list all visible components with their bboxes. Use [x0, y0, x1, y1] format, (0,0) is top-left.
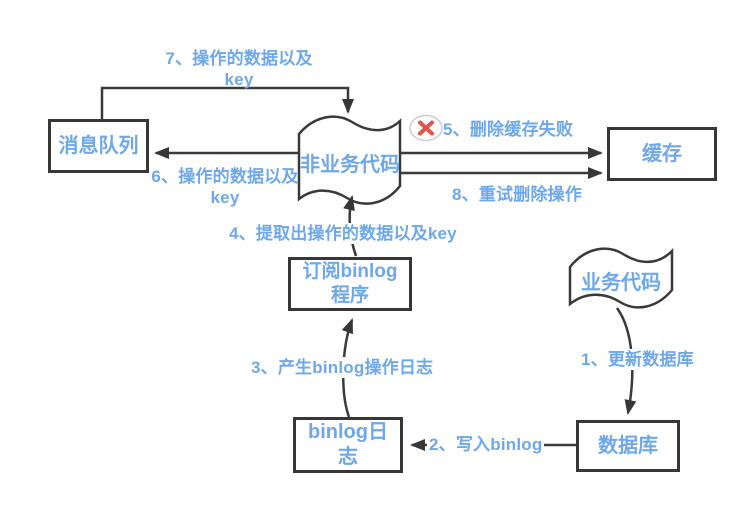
step-label-3: 3、产生binlog操作日志: [249, 357, 436, 378]
business-code-shape: [568, 247, 674, 309]
step-label-4: 4、提取出操作的数据以及key: [227, 223, 459, 244]
node-message-queue: 消息队列: [48, 119, 149, 173]
node-non-business-code-label: 非业务代码: [300, 154, 400, 176]
node-database: 数据库: [576, 420, 680, 472]
node-business-code-label: 业务代码: [581, 272, 661, 294]
step-label-6: 6、操作的数据以及 key: [151, 167, 299, 207]
flow-arrow-step7: [100, 86, 354, 119]
error-x-icon: [409, 114, 443, 142]
step-label-1: 1、更新数据库: [579, 349, 696, 370]
step-label-5: 5、删除缓存失败: [443, 120, 574, 139]
step-label-2: 2、写入binlog: [427, 434, 545, 455]
node-subscribe-binlog: 订阅binlog 程序: [288, 257, 412, 311]
node-binlog-log: binlog日 志: [293, 417, 403, 473]
non-business-code-shape: [297, 115, 402, 205]
step-label-7: 7、操作的数据以及 key: [165, 49, 313, 89]
node-cache: 缓存: [607, 127, 717, 181]
step-label-8: 8、重试删除操作: [452, 185, 583, 204]
